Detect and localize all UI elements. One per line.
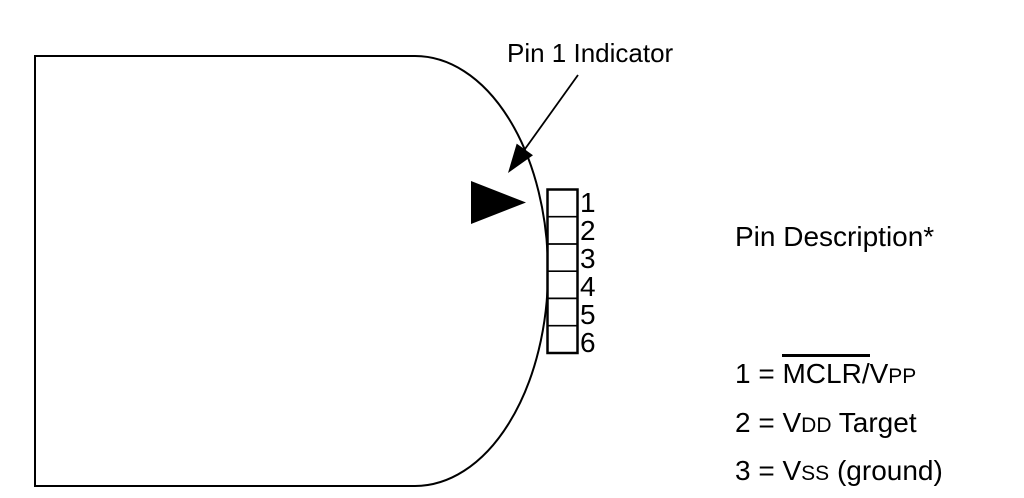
pin-number: 6 [580,327,596,358]
pin1-indicator-triangle [471,181,526,224]
description-text: V [869,357,889,389]
pin-number: 2 [580,215,596,246]
description-text: 2 = V [735,406,802,438]
pin-number: 5 [580,299,596,330]
pin-number: 3 [580,243,596,274]
pin-description-title: Pin Description* [735,221,935,253]
pin1-indicator-arrow-line [524,74,579,150]
description-text: 3 = V [735,455,802,487]
pin1-indicator-arrowhead [508,143,533,173]
pin1-indicator-label: Pin 1 Indicator [507,38,674,68]
pin-description-item: 1 = MCLR/VPP [735,351,989,400]
overlined-signal-name: MCLR/ [782,353,870,388]
description-text: (ground) [829,455,943,487]
icsp-connector [546,188,579,355]
description-text: SS [801,462,830,486]
pin-number: 4 [580,271,596,302]
pin-number: 1 [580,187,596,218]
description-text: Target [831,406,917,438]
description-text: PP [888,364,917,388]
description-text: DD [801,413,832,437]
pin-description-item: 3 = VSS (ground) [735,448,989,497]
device-body-outline [34,55,550,487]
pin-description-item: 2 = VDD Target [735,400,989,449]
description-text: 1 = [735,357,783,389]
